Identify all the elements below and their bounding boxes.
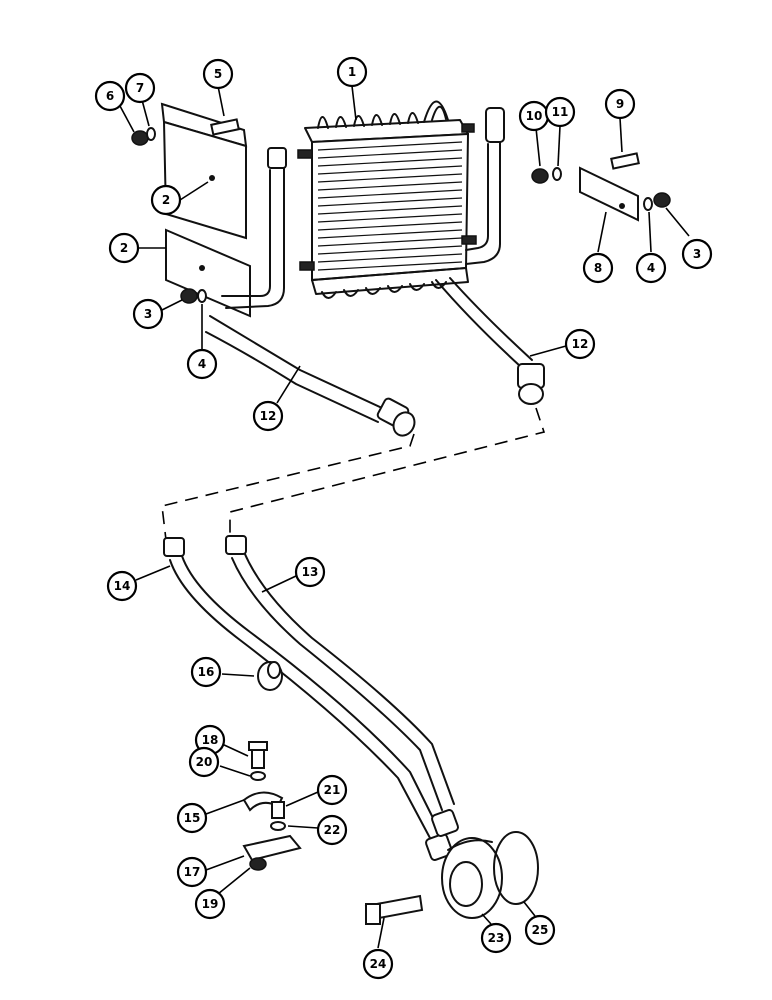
pipe-13 [225, 535, 459, 837]
hose-left [205, 315, 416, 437]
ring-25 [493, 831, 539, 905]
bracket-upper-left [160, 102, 248, 240]
small-hardware [131, 118, 671, 871]
callout-11: 11 [544, 96, 576, 128]
svg-text:21: 21 [324, 783, 341, 797]
svg-text:12: 12 [260, 409, 277, 423]
svg-text:8: 8 [594, 261, 602, 275]
adapter-23 [441, 837, 503, 919]
callout-14: 14 [106, 570, 138, 602]
callout-7: 7 [124, 72, 156, 104]
pipe-14 [163, 537, 453, 861]
svg-text:22: 22 [324, 823, 341, 837]
svg-text:18: 18 [202, 733, 219, 747]
svg-text:23: 23 [488, 931, 505, 945]
svg-text:15: 15 [184, 811, 201, 825]
connection-lines [161, 407, 546, 541]
callout-21: 21 [316, 774, 348, 806]
fitting-24 [364, 894, 424, 925]
bracket-lower-left [165, 228, 251, 318]
callout-13: 13 [294, 556, 326, 588]
cooler-fins [317, 141, 463, 271]
callout-4-left: 4 [186, 348, 218, 380]
svg-text:7: 7 [136, 81, 144, 95]
svg-text:11: 11 [552, 105, 569, 119]
callout-22: 22 [316, 814, 348, 846]
svg-text:16: 16 [198, 665, 215, 679]
svg-text:2: 2 [120, 241, 128, 255]
svg-text:9: 9 [616, 97, 624, 111]
svg-text:17: 17 [184, 865, 201, 879]
callout-16: 16 [190, 656, 222, 688]
svg-text:5: 5 [214, 67, 222, 81]
callout-17: 17 [176, 856, 208, 888]
hose-right [435, 277, 545, 405]
svg-text:14: 14 [114, 579, 131, 593]
callout-8: 8 [582, 252, 614, 284]
callout-2-upper: 2 [150, 184, 182, 216]
callout-4-right: 4 [635, 252, 667, 284]
bracket-right [579, 166, 639, 222]
svg-text:1: 1 [348, 65, 356, 79]
callout-15: 15 [176, 802, 208, 834]
callout-9: 9 [604, 88, 636, 120]
callout-10: 10 [518, 100, 550, 132]
callout-1: 1 [336, 56, 368, 88]
callout-19: 19 [194, 888, 226, 920]
callout-12-right: 12 [564, 328, 596, 360]
cooler-pipe-left [221, 147, 287, 309]
callout-12-left: 12 [252, 400, 284, 432]
oil-cooler [297, 100, 477, 299]
svg-text:10: 10 [526, 109, 543, 123]
svg-text:13: 13 [302, 565, 319, 579]
svg-text:4: 4 [198, 357, 206, 371]
callout-23: 23 [480, 922, 512, 954]
svg-text:4: 4 [647, 261, 655, 275]
callout-25: 25 [524, 914, 556, 946]
leader-lines [119, 85, 690, 949]
callout-3-left: 3 [132, 298, 164, 330]
svg-text:2: 2 [162, 193, 170, 207]
callout-20: 20 [188, 746, 220, 778]
svg-text:19: 19 [202, 897, 219, 911]
callout-5: 5 [202, 58, 234, 90]
callout-24: 24 [362, 948, 394, 980]
svg-text:3: 3 [144, 307, 152, 321]
svg-text:25: 25 [532, 923, 549, 937]
callout-3-right: 3 [681, 238, 713, 270]
callout-6: 6 [94, 80, 126, 112]
svg-text:24: 24 [370, 957, 387, 971]
cooler-pipe-right [465, 107, 505, 265]
svg-text:6: 6 [106, 89, 114, 103]
svg-text:3: 3 [693, 247, 701, 261]
callout-2-lower: 2 [108, 232, 140, 264]
svg-text:12: 12 [572, 337, 589, 351]
svg-text:20: 20 [196, 755, 213, 769]
